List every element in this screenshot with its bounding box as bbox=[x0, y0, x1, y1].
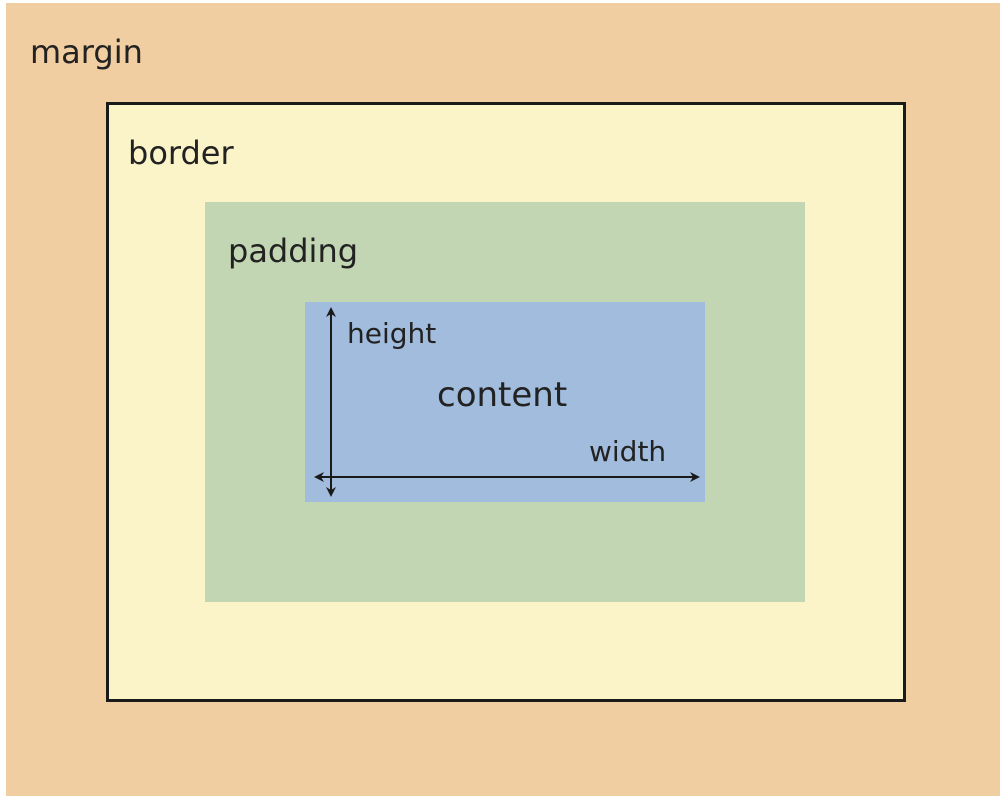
margin-label: margin bbox=[30, 33, 143, 71]
width-label: width bbox=[589, 435, 667, 468]
border-label: border bbox=[128, 134, 234, 172]
content-label: content bbox=[437, 375, 568, 415]
content-area bbox=[305, 302, 705, 502]
padding-label: padding bbox=[228, 232, 359, 270]
height-label: height bbox=[347, 317, 437, 350]
